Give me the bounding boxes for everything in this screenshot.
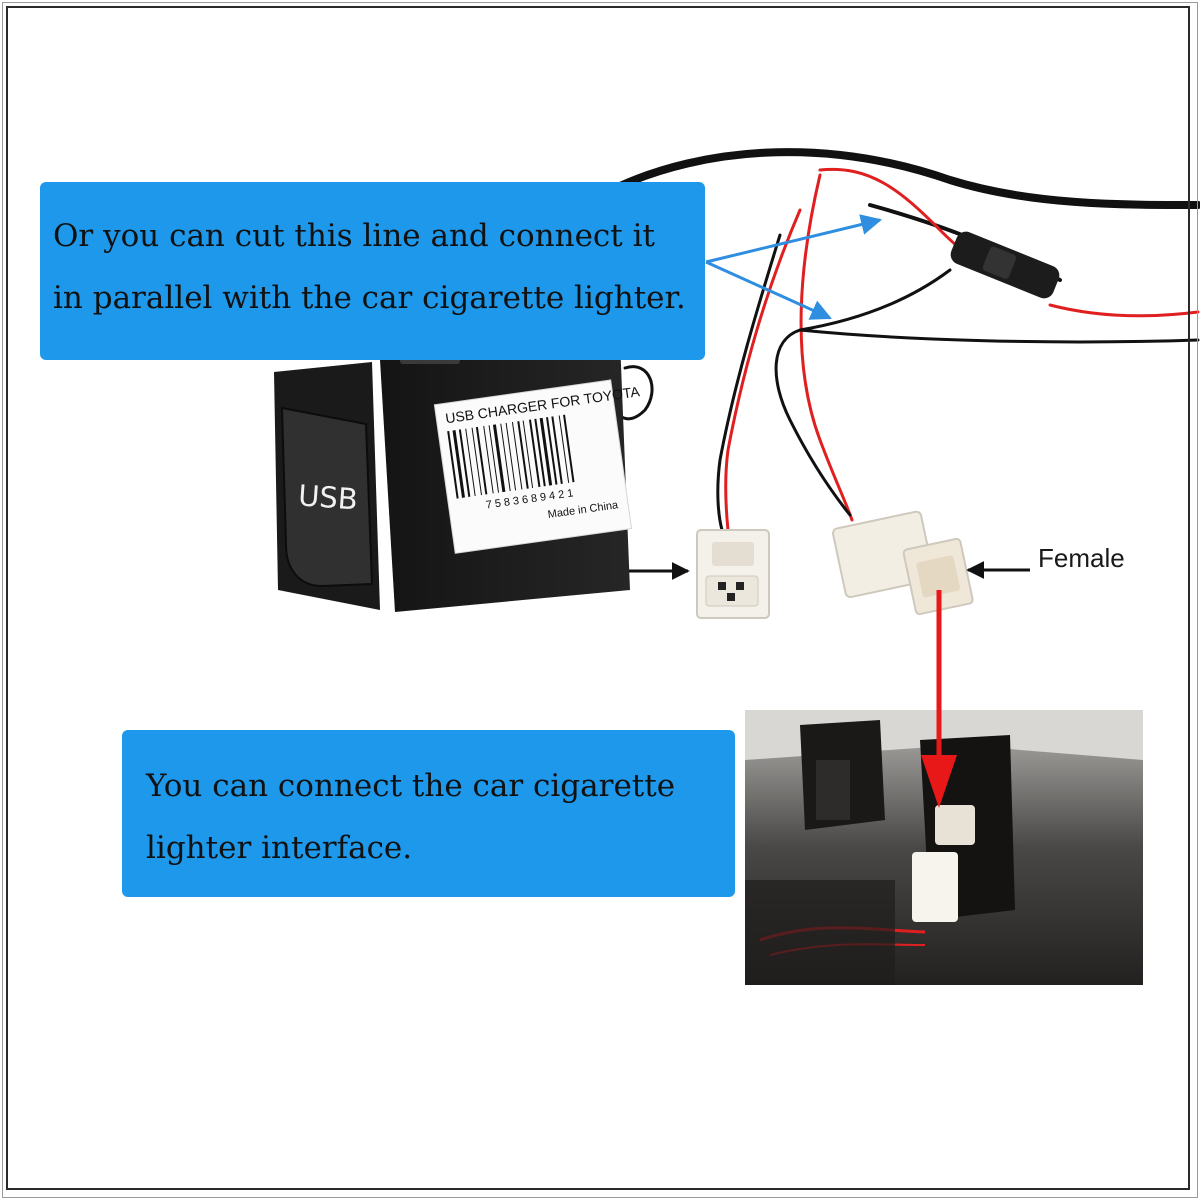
callout-lighter-text-1: You can connect the car cigarette bbox=[146, 768, 676, 804]
callout-lighter-text-2: lighter interface. bbox=[146, 830, 413, 866]
male-connector bbox=[696, 529, 770, 619]
female-connector bbox=[831, 510, 974, 616]
barcode bbox=[447, 414, 575, 499]
inner-border bbox=[6, 6, 1190, 1190]
usb-button-label: USB bbox=[297, 478, 359, 516]
fuse-holder bbox=[950, 231, 1060, 299]
callout-cut-line: Or you can cut this line and connect it … bbox=[40, 182, 705, 360]
usb-button-cover bbox=[280, 406, 374, 588]
callout-cut-line-text-1: Or you can cut this line and connect it bbox=[53, 218, 655, 254]
callout-cut-line-text-2: in parallel with the car cigarette light… bbox=[53, 280, 686, 316]
wire-harness bbox=[613, 148, 1200, 532]
red-pointer-arrow bbox=[921, 590, 957, 808]
callout-lighter-interface: You can connect the car cigarette lighte… bbox=[122, 730, 735, 897]
product-sticker: USB CHARGER FOR TOYOTA 7583689421 Made i… bbox=[433, 379, 641, 554]
blue-pointer-arrows bbox=[705, 214, 883, 320]
female-label: Female bbox=[1038, 543, 1125, 573]
